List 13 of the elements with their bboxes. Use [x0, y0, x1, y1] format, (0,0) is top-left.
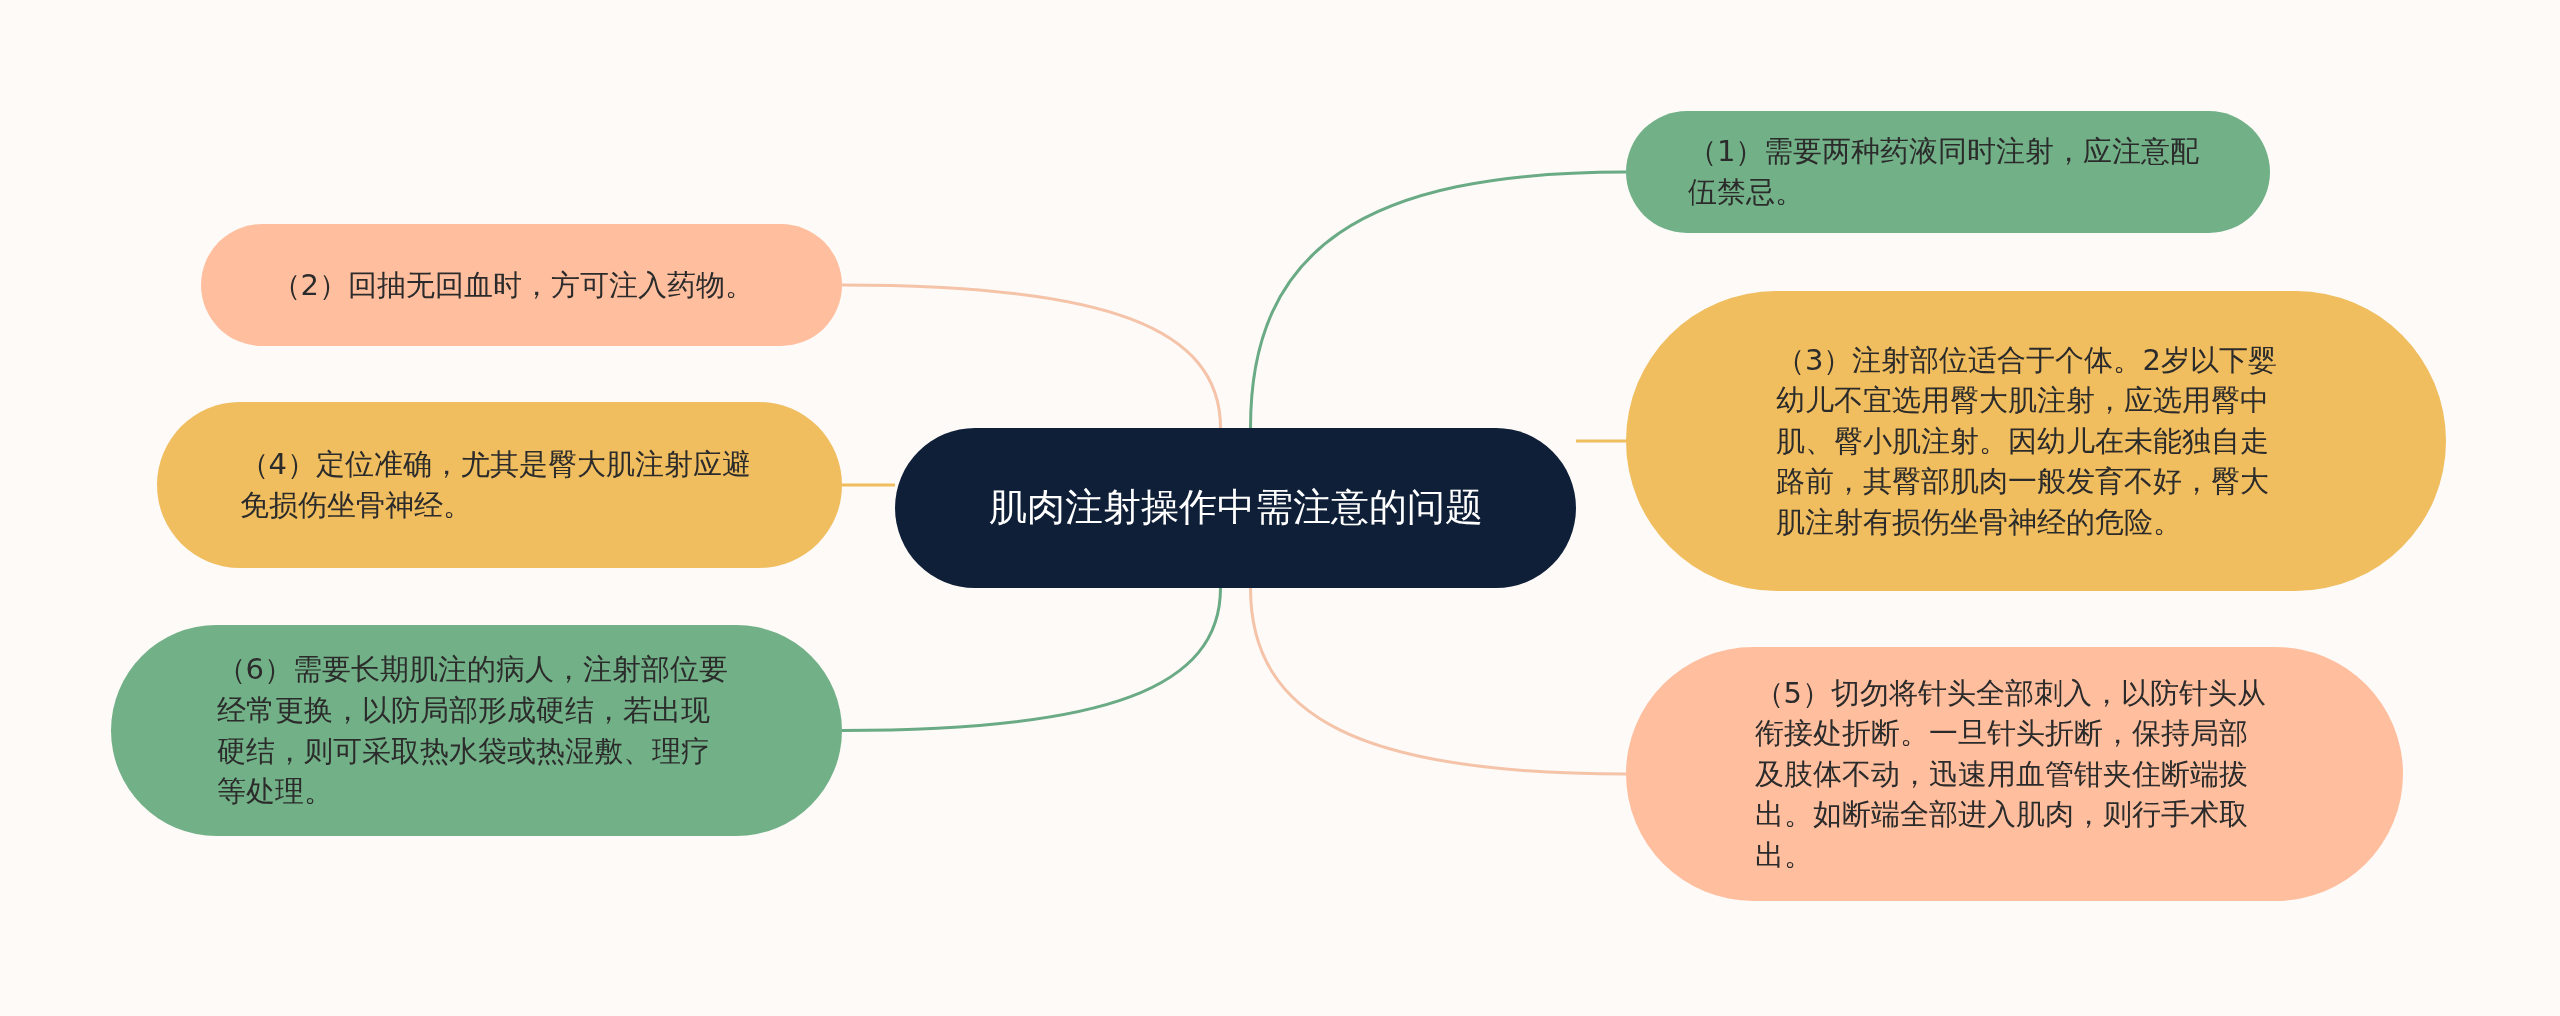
topic-text: （6）需要长期肌注的病人，注射部位要经常更换，以防局部形成硬结，若出现硬结，则可采取热水袋或热湿敷、理疗等处理。 — [216, 651, 729, 811]
topic-text: （4）定位准确，尤其是臀大肌注射应避免损伤坐骨神经。 — [239, 446, 752, 524]
topic-text: （5）切勿将针头全部刺入，以防针头从衔接处折断。一旦针头折断，保持局部及肢体不动，迅速用血管钳夹住断端拔出。如断端全部进入肌肉，则行手术取出。 — [1754, 674, 2267, 874]
connector-line — [1576, 439, 1626, 443]
connector-line — [841, 283, 1222, 429]
topic-text: （2）回抽无回血时，方可注入药物。 — [271, 266, 755, 304]
connector-line — [842, 483, 895, 487]
topic-title: 肌肉注射操作中需注意的问题 — [987, 484, 1484, 532]
connector-line — [841, 587, 1222, 732]
connector-line — [1249, 170, 1627, 429]
topic-text: （1）需要两种药液同时注射，应注意配伍禁忌。 — [1688, 133, 2201, 211]
connector-line — [1249, 587, 1627, 776]
topic-text: （3）注射部位适合于个体。2岁以下婴幼儿不宜选用臀大肌注射，应选用臀中肌、臀小肌注射。因幼儿在未能独自走路前，其臀部肌肉一般发育不好，臀大肌注射有损伤坐骨神经的危险。 — [1776, 341, 2278, 541]
